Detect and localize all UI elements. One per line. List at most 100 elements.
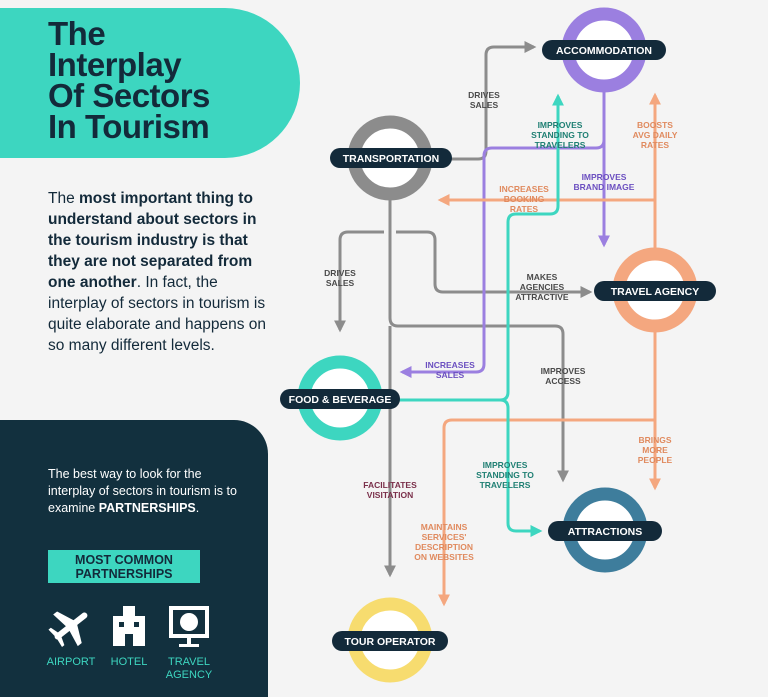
label-line: BOOSTS <box>637 120 673 130</box>
partnerships-end: . <box>195 501 200 515</box>
transport-to-attractions-line <box>388 196 569 483</box>
title-banner <box>0 8 300 158</box>
most-common-partnerships-badge: MOST COMMON PARTNERSHIPS <box>48 550 200 583</box>
travel-agency-icon <box>169 606 209 647</box>
label-line: STANDING TO <box>476 470 534 480</box>
label-line: IMPROVES <box>483 460 528 470</box>
partner-hotel: HOTEL <box>94 602 164 668</box>
food-to-accommodation-line <box>398 93 564 402</box>
title-line: Interplay <box>48 46 182 83</box>
label-line: DRIVES <box>324 268 356 278</box>
station-label-bg <box>330 148 452 168</box>
intro-bold: most important thing to understand about… <box>48 190 257 291</box>
station-transportation: TRANSPORTATION <box>330 115 452 201</box>
label-line: MAKES <box>527 272 558 282</box>
station-label: TOUR OPERATOR <box>344 636 435 648</box>
station-attractions: ATTRACTIONS <box>548 487 662 573</box>
label-line: MAINTAINS <box>421 522 468 532</box>
partnerships-text: The best way to look for the interplay o… <box>48 466 238 517</box>
label-line: SALES <box>436 370 465 380</box>
food-to-attractions-line <box>499 398 543 537</box>
label-line: SALES <box>326 278 355 288</box>
travel-agency-to-tour-operator-line <box>438 418 655 607</box>
station-label: ACCOMMODATION <box>556 45 652 57</box>
label-line: TRAVELERS <box>535 140 586 150</box>
station-label-bg <box>332 631 448 651</box>
station-travel-agency: TRAVEL AGENCY <box>594 247 716 333</box>
partnerships-panel: The best way to look for the interplay o… <box>0 420 268 697</box>
transport-to-food-line <box>334 230 384 333</box>
hotel-icon <box>113 606 145 646</box>
title-line: The <box>48 15 106 52</box>
label-line: FACILITATES <box>363 480 417 490</box>
label-line: VISITATION <box>367 490 413 500</box>
partner-airport: AIRPORT <box>36 602 106 668</box>
title-line: In Tourism <box>48 108 210 145</box>
accommodation-to-food-line <box>399 130 606 378</box>
label-line: BOOKING <box>504 194 545 204</box>
label-line: PEOPLE <box>638 455 673 465</box>
badge-line: PARTNERSHIPS <box>75 566 173 581</box>
label-line: DRIVES <box>468 90 500 100</box>
label-line: BRINGS <box>638 435 671 445</box>
label-line: BRAND IMAGE <box>574 182 635 192</box>
partner-label: TRAVEL <box>168 656 210 668</box>
partner-travel-agency: TRAVEL AGENCY <box>154 602 224 681</box>
partner-label: AIRPORT <box>46 656 96 668</box>
partnerships-bold: PARTNERSHIPS <box>98 501 196 515</box>
label-line: RATES <box>641 140 670 150</box>
page-title: The Interplay Of Sectors In Tourism <box>48 15 210 145</box>
label-line: ATTRACTIVE <box>515 292 569 302</box>
label-line: AGENCIES <box>520 282 565 292</box>
label-line: DESCRIPTION <box>415 542 473 552</box>
label-line: ON WEBSITES <box>414 552 474 562</box>
label-line: INCREASES <box>499 184 549 194</box>
station-food-beverage: FOOD & BEVERAGE <box>280 355 400 441</box>
label-line: SERVICES' <box>422 532 467 542</box>
intro-rest: . In fact, the interplay of sectors in t… <box>48 274 267 354</box>
label-line: IMPROVES <box>538 120 583 130</box>
airplane-icon <box>48 611 88 647</box>
partnerships-lead: The best way to look for the interplay o… <box>48 467 237 515</box>
partner-label: AGENCY <box>165 669 213 681</box>
connection-lines <box>334 41 661 607</box>
label-line: MORE <box>642 445 668 455</box>
label-line: AVG DAILY <box>633 130 678 140</box>
station-label: TRAVEL AGENCY <box>611 286 699 298</box>
station-label: ATTRACTIONS <box>568 526 642 538</box>
label-line: RATES <box>510 204 539 214</box>
title-line: Of Sectors <box>48 77 210 114</box>
station-tour-operator: TOUR OPERATOR <box>332 597 448 683</box>
station-label-bg <box>542 40 666 60</box>
label-line: STANDING TO <box>531 130 589 140</box>
intro-lead: The <box>48 190 80 207</box>
label-line: IMPROVES <box>541 366 586 376</box>
label-line: INCREASES <box>425 360 475 370</box>
partner-label: HOTEL <box>110 656 148 668</box>
label-line: TRAVELERS <box>480 480 531 490</box>
label-line: IMPROVES <box>582 172 627 182</box>
label-line: SALES <box>470 100 499 110</box>
intro-paragraph: The most important thing to understand a… <box>48 188 268 356</box>
badge-line: MOST COMMON <box>75 552 173 567</box>
label-line: ACCESS <box>545 376 581 386</box>
station-accommodation: ACCOMMODATION <box>542 7 666 93</box>
transport-to-accommodation-line <box>445 41 537 161</box>
transport-to-travel-agency-line <box>396 230 593 298</box>
station-label-bg <box>594 281 716 301</box>
station-label-bg <box>548 521 662 541</box>
station-label-bg <box>280 389 400 409</box>
